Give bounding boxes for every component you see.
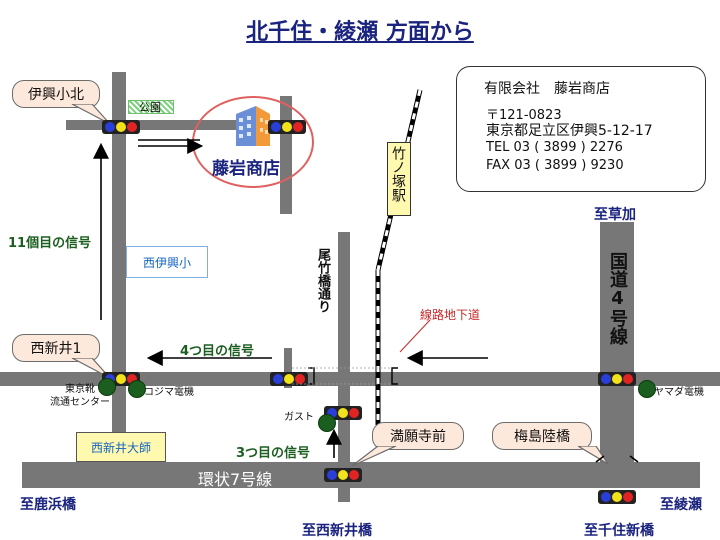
label-gust: ガスト: [284, 412, 314, 423]
signal-store: [268, 120, 306, 134]
store-tel: TEL 03 ( 3899 ) 2276: [486, 140, 623, 155]
store-info-box: [456, 66, 706, 192]
store-fax: FAX 03 ( 3899 ) 9230: [486, 158, 624, 173]
page-title: 北千住・綾瀬 方面から: [246, 20, 474, 45]
label-nishiarai-daishi: 西新井大師: [76, 432, 166, 462]
kokudo4-bridge-left: [595, 455, 605, 463]
store-postal: 〒121-0823: [486, 108, 562, 123]
road-small-vertical: [284, 348, 292, 388]
callout-nishiarai-1: 西新井1: [12, 334, 100, 362]
label-kokudo4: 国道4号線: [607, 252, 628, 345]
landmark-yamada: [638, 380, 656, 398]
label-to-nishiarai-bashi: 至西新井橋: [302, 523, 372, 539]
label-to-senju-shinbashi: 至千住新橋: [584, 523, 654, 539]
label-nishi-iko-sho: 西伊興小: [126, 246, 208, 278]
label-kojima: コジマ電機: [144, 387, 194, 398]
signal-senju: [598, 490, 636, 504]
park-label: 公園: [139, 101, 161, 114]
callout-manganji-mae: 満願寺前: [372, 422, 464, 450]
park-area: [128, 100, 174, 114]
label-yamada: ヤマダ電機: [654, 387, 704, 398]
callout-pointer-nishiarai: [71, 358, 111, 379]
label-to-shikahama: 至鹿浜橋: [20, 497, 76, 513]
signal-small-road: [270, 372, 308, 386]
store-name: 有限会社 藤岩商店: [484, 81, 610, 97]
road-kokudo4: [600, 222, 634, 462]
landmark-kojima: [128, 380, 146, 398]
road-vertical-left: [112, 72, 126, 460]
store-address: 東京都足立区伊興5-12-17: [486, 123, 653, 139]
station-label: 竹ノ塚駅: [390, 146, 406, 202]
bracket-right: [391, 367, 398, 385]
label-to-ayase: 至綾瀬: [660, 497, 702, 513]
signal-iko-kokita: [102, 120, 140, 134]
callout-pointer-iko: [71, 104, 111, 125]
label-odake-dori: 尾竹橋通り: [315, 248, 330, 313]
store-label[interactable]: 藤岩商店: [212, 159, 280, 179]
signal-manganji: [324, 468, 362, 482]
label-signal-4: 4つ目の信号: [180, 344, 255, 359]
label-kanjo7: 環状7号線: [198, 470, 273, 489]
label-to-soka: 至草加: [594, 207, 636, 223]
label-tokyo-kutsu: 東京靴 流通センター: [50, 384, 110, 408]
landmark-tokyo-kutsu: [98, 378, 116, 396]
kokudo4-bridge-right: [629, 455, 639, 463]
callout-iko-kokita: 伊興小北: [12, 80, 100, 108]
bracket-left: [308, 367, 315, 385]
label-signal-3: 3つ目の信号: [236, 446, 311, 461]
callout-pointer-manganji: [351, 446, 397, 467]
road-horizontal-top: [66, 120, 306, 130]
label-senro-chikadou: 線路地下道: [420, 308, 481, 322]
road-horizontal-middle: [0, 372, 720, 386]
station-box: [387, 142, 411, 216]
callout-umejima-rikkyo: 梅島陸橋: [492, 422, 592, 450]
leader-chikadou: [399, 319, 431, 353]
building-icon: [236, 106, 270, 146]
signal-kokudo4: [598, 372, 636, 386]
label-signal-11: 11個目の信号: [8, 236, 92, 251]
